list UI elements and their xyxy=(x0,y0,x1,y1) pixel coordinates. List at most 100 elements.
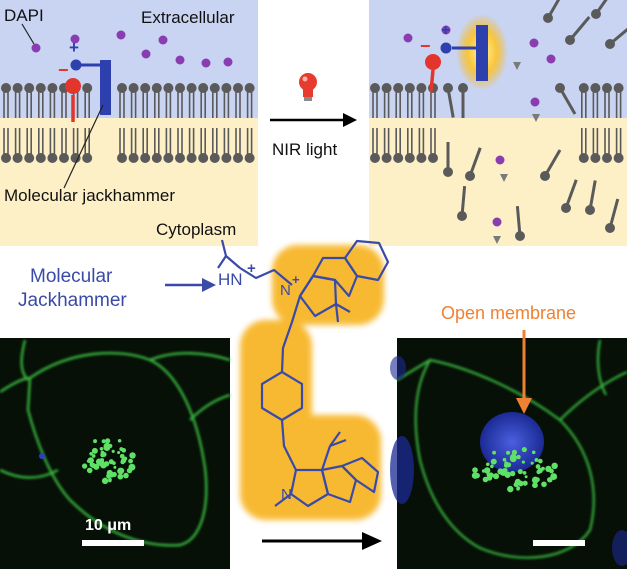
label-cytoplasm: Cytoplasm xyxy=(156,220,237,239)
granule xyxy=(502,457,507,462)
lipid-head xyxy=(404,83,415,93)
lipid-head xyxy=(416,83,427,93)
nitrogen-plus-charge: + xyxy=(292,272,300,287)
arrow-right-icon xyxy=(262,532,382,550)
granule xyxy=(548,478,553,483)
granule xyxy=(521,446,527,453)
lipid-head xyxy=(233,153,243,163)
granule xyxy=(535,464,541,469)
granule xyxy=(511,449,518,456)
granule xyxy=(100,452,105,458)
lipid-head xyxy=(221,83,232,93)
granule xyxy=(551,462,558,470)
granule xyxy=(530,461,534,465)
jackhammer-in-membrane xyxy=(65,59,111,122)
granule xyxy=(127,469,132,474)
granule xyxy=(117,438,122,443)
microscopy-before xyxy=(0,338,231,569)
granule xyxy=(517,468,523,475)
granule xyxy=(128,458,133,464)
light-bulb-icon xyxy=(299,73,317,101)
molecule-title-line1: Molecular xyxy=(30,266,113,287)
granule xyxy=(472,467,478,474)
granule xyxy=(524,475,528,479)
dapi-molecules-outside xyxy=(31,30,233,68)
arrow-right-icon xyxy=(270,113,357,127)
granule xyxy=(86,467,93,474)
lipid-head xyxy=(613,153,624,163)
granule xyxy=(99,458,104,463)
lipid-head xyxy=(602,83,612,93)
granule xyxy=(492,450,497,455)
lipid-head xyxy=(221,153,232,163)
granule xyxy=(486,474,493,481)
granule xyxy=(99,446,104,451)
lipid-head xyxy=(117,83,127,93)
lipid-head xyxy=(163,153,174,163)
granule xyxy=(532,482,538,489)
cyanine-molecule-structure xyxy=(217,239,390,520)
lipid-head xyxy=(244,153,255,163)
lipid-head xyxy=(613,83,624,93)
granule xyxy=(514,478,521,485)
granule xyxy=(535,477,540,482)
granule xyxy=(507,485,514,493)
lipid-head xyxy=(428,153,438,163)
lipid-head xyxy=(35,83,46,93)
granule xyxy=(521,460,525,464)
lipid-head xyxy=(35,153,46,163)
granule xyxy=(129,452,136,459)
granule xyxy=(534,457,539,462)
label-plus: + xyxy=(69,38,79,57)
granule xyxy=(490,458,497,465)
molecule-title-line2: Jackhammer xyxy=(18,290,127,311)
lipid-head xyxy=(47,83,58,93)
granule xyxy=(531,450,536,455)
lipid-head xyxy=(186,153,197,163)
granule xyxy=(90,462,96,469)
lipid-head xyxy=(12,83,23,93)
lipid-head xyxy=(82,153,93,163)
label-extracellular: Extracellular xyxy=(141,8,235,27)
granule xyxy=(117,473,124,480)
lipid-head xyxy=(393,153,404,163)
microscopy-after xyxy=(390,330,627,569)
label-dapi: DAPI xyxy=(4,6,44,25)
lipid-head xyxy=(381,83,392,93)
label-plus-right: + xyxy=(441,22,451,39)
granule xyxy=(123,472,129,479)
granule xyxy=(522,480,528,486)
lipid-head xyxy=(370,83,380,93)
lipid-head xyxy=(198,83,209,93)
molecule-label-arrow xyxy=(165,278,216,292)
granule xyxy=(484,467,491,474)
granule xyxy=(93,439,98,444)
granule xyxy=(106,469,113,477)
granule xyxy=(119,453,125,459)
granule xyxy=(87,457,94,464)
label-minus: − xyxy=(58,60,69,80)
lipid-head xyxy=(209,153,220,163)
granule xyxy=(120,457,127,464)
lipid-head xyxy=(117,153,127,163)
lipid-head xyxy=(381,153,392,163)
lipid-head xyxy=(578,153,589,163)
granule xyxy=(509,470,516,477)
granule xyxy=(81,463,88,469)
lipid-head xyxy=(175,83,185,93)
granule xyxy=(117,450,121,455)
granule xyxy=(545,465,552,473)
amine-label: HN xyxy=(218,270,243,289)
lipid-head xyxy=(209,83,220,93)
lipid-head xyxy=(370,153,380,163)
lipid-head xyxy=(578,83,589,93)
nitrogen-plus-label: N xyxy=(280,282,291,299)
lipid-head xyxy=(128,153,139,163)
granule xyxy=(121,447,127,453)
lipid-bilayer-intact xyxy=(1,83,255,163)
nucleus xyxy=(480,412,544,472)
lipid-head xyxy=(1,153,11,163)
lipid-head xyxy=(59,153,69,163)
granule xyxy=(111,449,115,453)
